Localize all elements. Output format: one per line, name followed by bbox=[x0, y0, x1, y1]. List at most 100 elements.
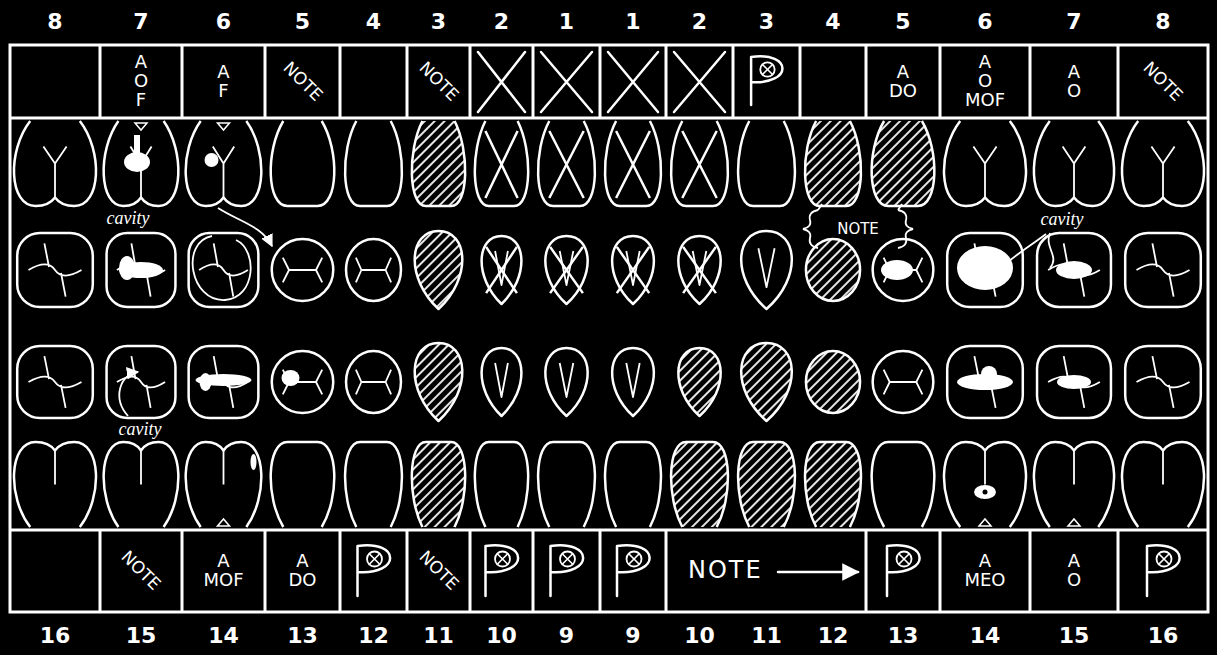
tooth-groove bbox=[1048, 356, 1100, 408]
note-leader bbox=[898, 204, 902, 210]
tooth-number: 16 bbox=[38, 624, 73, 648]
prosthesis-x bbox=[370, 554, 380, 564]
tooth-groove bbox=[1137, 243, 1190, 296]
note-text: NOTE bbox=[415, 58, 461, 104]
tooth-note-box: NOTE bbox=[407, 45, 470, 118]
cell-divider bbox=[181, 530, 184, 612]
tooth-groove bbox=[1137, 356, 1190, 408]
tooth-groove bbox=[223, 451, 225, 485]
prosthesis-ring bbox=[897, 552, 912, 567]
tooth-groove bbox=[54, 451, 56, 485]
note-text: A DO bbox=[270, 552, 335, 590]
tooth-occlusal bbox=[545, 236, 587, 304]
tooth-groove bbox=[356, 370, 391, 395]
missing-cross bbox=[485, 131, 517, 198]
tooth bbox=[1125, 233, 1201, 307]
tooth bbox=[944, 121, 1026, 206]
tooth-crown bbox=[538, 121, 595, 206]
chart-frame bbox=[10, 45, 1208, 612]
tooth bbox=[346, 351, 401, 413]
filling bbox=[119, 256, 135, 280]
tooth bbox=[1037, 346, 1111, 418]
tooth-occlusal bbox=[482, 348, 522, 416]
tooth-occlusal bbox=[612, 348, 654, 416]
marker-triangle bbox=[218, 123, 230, 130]
tooth-crown bbox=[412, 442, 465, 527]
tooth-groove bbox=[1151, 147, 1174, 198]
fillings bbox=[119, 135, 1092, 499]
tooth-groove bbox=[884, 370, 923, 395]
filling bbox=[974, 485, 996, 499]
tooth bbox=[14, 121, 96, 206]
tooth bbox=[345, 121, 402, 206]
tooth bbox=[475, 442, 528, 527]
prosthesis-stroke bbox=[887, 545, 920, 596]
tooth bbox=[944, 442, 1026, 527]
tooth-number: 15 bbox=[1057, 624, 1092, 648]
tooth-crown bbox=[1034, 442, 1114, 527]
tooth-number: 5 bbox=[293, 10, 312, 34]
tooth bbox=[872, 442, 935, 527]
prosthesis-x bbox=[1159, 554, 1169, 564]
prosthesis-stroke bbox=[617, 545, 650, 596]
tooth-number: 4 bbox=[823, 10, 842, 34]
leader-arrow bbox=[119, 372, 138, 416]
tooth-occlusal bbox=[1125, 233, 1201, 307]
tooth-note-box: NOTE bbox=[100, 530, 182, 612]
tooth-number: 12 bbox=[356, 624, 391, 648]
tooth-number: 10 bbox=[484, 624, 519, 648]
tooth-groove bbox=[973, 147, 996, 198]
tooth bbox=[104, 121, 179, 206]
filling bbox=[251, 454, 257, 470]
prosthesis-symbol bbox=[751, 56, 782, 105]
prosthesis-ring bbox=[1157, 552, 1172, 567]
tooth-occlusal bbox=[947, 233, 1023, 307]
tooth-groove bbox=[626, 363, 639, 397]
note-text: NOTE bbox=[118, 548, 164, 594]
tooth-note-box: NOTE bbox=[666, 530, 866, 612]
missing-cross bbox=[616, 131, 650, 198]
note-text: NOTE bbox=[688, 558, 763, 583]
note-arrow bbox=[778, 571, 858, 574]
tooth-occlusal bbox=[272, 239, 334, 301]
cell-divider bbox=[1029, 45, 1032, 118]
prosthesis-symbol bbox=[551, 545, 584, 596]
cell-divider bbox=[939, 530, 942, 612]
tooth bbox=[873, 239, 934, 301]
chart-grid bbox=[10, 45, 1208, 612]
leader-line bbox=[1008, 234, 1046, 262]
note-text: A DO bbox=[871, 63, 935, 101]
tooth bbox=[1125, 346, 1201, 418]
tooth bbox=[671, 442, 728, 527]
cell-divider bbox=[1029, 530, 1032, 612]
prosthesis-symbol bbox=[1147, 545, 1180, 596]
tooth-number: 6 bbox=[214, 10, 233, 34]
tooth-groove bbox=[29, 243, 82, 296]
tooth-groove bbox=[283, 258, 322, 283]
annotation: NOTE bbox=[835, 221, 881, 238]
tooth-number: 14 bbox=[968, 624, 1003, 648]
missing-cross bbox=[550, 247, 583, 293]
tooth-crown bbox=[475, 121, 528, 206]
leader-line bbox=[1049, 233, 1054, 268]
tooth bbox=[272, 239, 334, 301]
tooth-occlusal bbox=[545, 348, 587, 416]
tooth-number: 11 bbox=[421, 624, 456, 648]
prosthesis-x bbox=[563, 554, 573, 564]
prosthesis-x bbox=[629, 554, 639, 564]
cell-divider bbox=[99, 45, 102, 118]
tooth bbox=[189, 233, 259, 307]
cell-divider bbox=[599, 530, 602, 612]
prosthesis-ring bbox=[495, 552, 510, 567]
tooth-crown bbox=[412, 121, 465, 206]
box-symbols bbox=[135, 52, 1180, 596]
tooth-occlusal bbox=[806, 351, 860, 413]
cell-divider bbox=[339, 45, 342, 118]
tooth-crown bbox=[14, 121, 96, 206]
missing-cross bbox=[617, 247, 649, 293]
tooth bbox=[14, 442, 96, 527]
tooth bbox=[1034, 121, 1114, 206]
tooth-occlusal bbox=[415, 343, 463, 421]
